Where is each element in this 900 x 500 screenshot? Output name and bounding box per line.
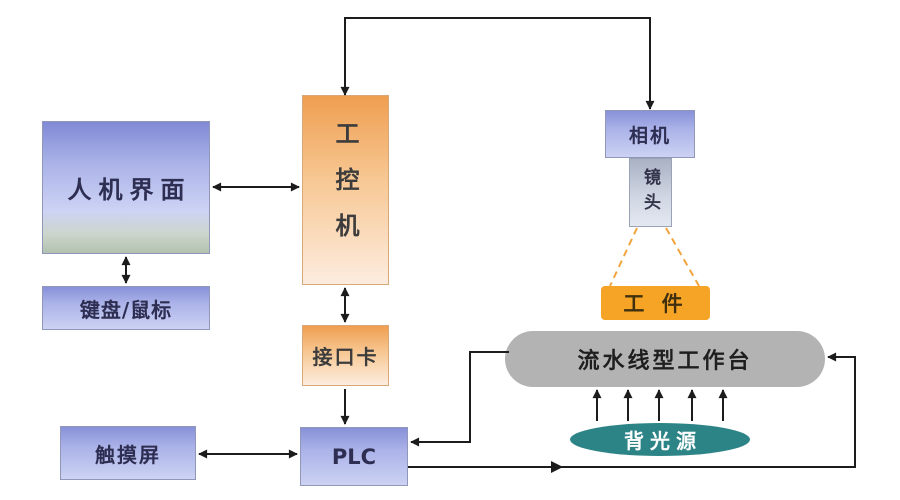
node-lens-label: 镜头 <box>640 167 660 218</box>
node-backlight-label: 背光源 <box>624 429 702 453</box>
node-industrial-pc-label: 工控机 <box>331 121 359 259</box>
node-camera: 相机 <box>605 110 695 158</box>
connector-ipc-camera <box>340 17 655 110</box>
node-keyboard-mouse: 键盘/鼠标 <box>42 286 210 330</box>
node-camera-label: 相机 <box>628 124 671 147</box>
backlight-arrows <box>592 389 728 421</box>
node-conveyor: 流水线型工作台 <box>505 331 825 387</box>
direction-arrowhead <box>551 461 563 473</box>
node-touch-screen: 触摸屏 <box>60 426 196 480</box>
node-keyboard-mouse-label: 键盘/鼠标 <box>79 297 173 322</box>
connector-conveyor-plc <box>410 351 509 447</box>
node-plc-label: PLC <box>331 444 377 469</box>
node-industrial-pc: 工控机 <box>302 95 389 285</box>
node-touch-screen-label: 触摸屏 <box>95 442 161 467</box>
node-interface-card-label: 接口卡 <box>312 345 379 369</box>
node-plc: PLC <box>300 427 408 486</box>
node-hmi-label: 人机界面 <box>67 176 192 204</box>
node-interface-card: 接口卡 <box>302 325 389 386</box>
node-lens: 镜头 <box>629 158 672 227</box>
node-conveyor-label: 流水线型工作台 <box>577 349 753 374</box>
light-cone-dashed <box>609 227 700 287</box>
node-workpiece: 工 件 <box>601 286 710 320</box>
node-backlight: 背光源 <box>570 423 750 456</box>
node-hmi: 人机界面 <box>42 121 210 254</box>
node-workpiece-label: 工 件 <box>623 292 688 316</box>
